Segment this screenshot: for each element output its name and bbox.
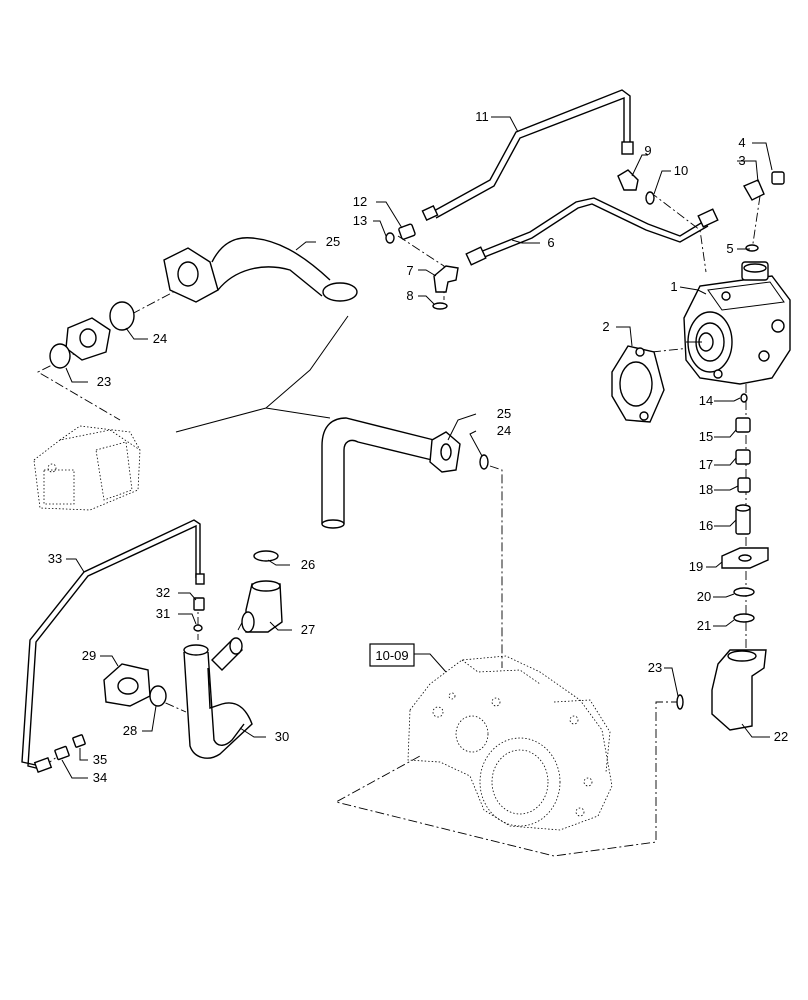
callout-18: 18 — [699, 482, 713, 497]
callout-15: 15 — [699, 429, 713, 444]
callout-19: 19 — [689, 559, 703, 574]
leader-lines — [61, 116, 773, 779]
callout-1: 1 — [670, 279, 677, 294]
callout-32: 32 — [156, 585, 170, 600]
center-outline — [175, 315, 349, 433]
callout-23-left: 23 — [97, 374, 111, 389]
callout-27: 27 — [301, 622, 315, 637]
callout-13: 13 — [353, 213, 367, 228]
callout-33: 33 — [48, 551, 62, 566]
callout-21: 21 — [697, 618, 711, 633]
pipe-25-upper — [163, 237, 358, 303]
callout-29: 29 — [82, 648, 96, 663]
callout-2: 2 — [602, 319, 609, 334]
callout-31: 31 — [156, 606, 170, 621]
pipe-25-middle — [321, 417, 489, 529]
callout-8: 8 — [406, 288, 413, 303]
callout-26: 26 — [301, 557, 315, 572]
callout-labels: 11 9 10 4 3 5 6 12 13 7 8 1 2 14 15 17 1… — [48, 109, 788, 785]
center-lines — [37, 191, 761, 857]
callout-28: 28 — [123, 723, 137, 738]
callout-22: 22 — [774, 729, 788, 744]
callout-35: 35 — [93, 752, 107, 767]
callout-5: 5 — [726, 241, 733, 256]
lower-left-fittings — [54, 550, 283, 761]
callout-20: 20 — [697, 589, 711, 604]
callout-14: 14 — [699, 393, 713, 408]
transmission-housing — [407, 655, 613, 831]
tube-11 — [421, 89, 634, 221]
callout-24-left: 24 — [153, 331, 167, 346]
pump-gasket — [611, 345, 665, 423]
callout-30: 30 — [275, 729, 289, 744]
callout-16: 16 — [699, 518, 713, 533]
vertical-stack — [676, 393, 769, 731]
callout-11: 11 — [475, 109, 489, 124]
callout-17: 17 — [699, 457, 713, 472]
callout-9: 9 — [644, 143, 651, 158]
callout-7: 7 — [406, 263, 413, 278]
upper-rings — [49, 301, 135, 369]
callout-23-right: 23 — [648, 660, 662, 675]
reference-box-label: 10-09 — [375, 648, 408, 663]
callout-25-middle: 25 — [497, 406, 511, 421]
callout-12: 12 — [353, 194, 367, 209]
callout-6: 6 — [547, 235, 554, 250]
reference-box-10-09: 10-09 — [369, 643, 415, 667]
tube-6 — [465, 197, 719, 266]
hydraulic-pump — [683, 261, 791, 385]
housing-upper-left — [33, 425, 141, 511]
callout-3: 3 — [738, 153, 745, 168]
callout-34: 34 — [93, 770, 107, 785]
callout-25-upper: 25 — [326, 234, 340, 249]
callout-4: 4 — [738, 135, 745, 150]
callout-10: 10 — [674, 163, 688, 178]
callout-24-middle: 24 — [497, 423, 511, 438]
